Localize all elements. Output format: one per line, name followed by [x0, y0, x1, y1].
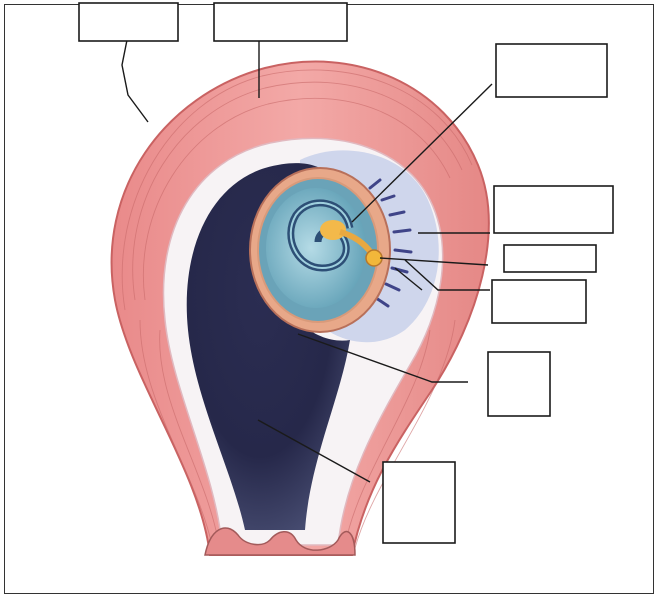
label-box-1[interactable] — [79, 3, 178, 41]
label-box-6[interactable] — [492, 280, 586, 323]
label-box-3[interactable] — [496, 44, 607, 97]
label-box-8[interactable] — [383, 462, 455, 543]
label-box-4[interactable] — [494, 186, 613, 233]
leader-line-1 — [122, 40, 148, 122]
label-box-7[interactable] — [488, 352, 550, 416]
label-box-5[interactable] — [504, 245, 596, 272]
label-box-2[interactable] — [214, 3, 347, 41]
yolk-sac — [366, 250, 382, 266]
